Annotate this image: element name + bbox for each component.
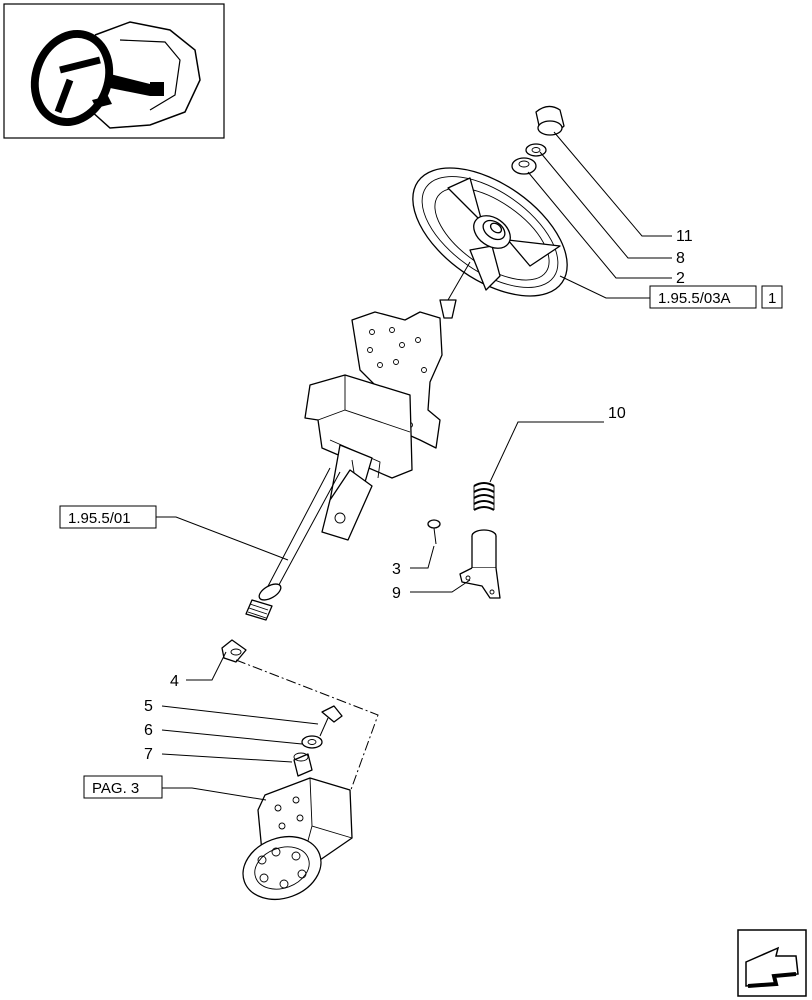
callout-11: 11 (676, 228, 693, 245)
reference-wheel-label: 1.95.5/03A (658, 290, 731, 307)
thumbnail-frame (3, 3, 225, 139)
bolt (319, 705, 343, 737)
spring (473, 482, 495, 511)
reference-column[interactable]: 1.95.5/01 (59, 505, 157, 529)
reference-wheel[interactable]: 1.95.5/03A 1 (649, 285, 783, 309)
callout-9: 9 (392, 585, 401, 602)
callout-labels: 11 8 2 10 3 9 4 5 6 7 (144, 228, 693, 763)
callout-10: 10 (608, 405, 626, 422)
callout-2: 2 (676, 270, 685, 287)
reference-pump-label: PAG. 3 (92, 780, 139, 797)
support-bracket (459, 529, 501, 599)
steering-wheel-cap (535, 105, 565, 136)
alignment-line (235, 659, 379, 821)
reference-column-label: 1.95.5/01 (68, 510, 131, 527)
sleeve (293, 752, 313, 777)
reference-wheel-index: 1 (768, 290, 776, 307)
steering-wheel (412, 167, 568, 297)
leader-lines (156, 131, 672, 801)
screw (427, 519, 441, 545)
washer (525, 143, 547, 157)
callout-6: 6 (144, 722, 153, 739)
callout-5: 5 (144, 698, 153, 715)
callout-8: 8 (676, 250, 685, 267)
coupling (221, 639, 247, 663)
callout-3: 3 (392, 561, 401, 578)
callout-4: 4 (170, 673, 179, 690)
tractor-cab-steering-wheel-icon (30, 21, 201, 129)
reference-pump[interactable]: PAG. 3 (83, 775, 163, 799)
next-page-arrow-icon[interactable] (737, 929, 807, 997)
washer (301, 735, 323, 749)
steering-unit (242, 777, 353, 900)
nut (511, 157, 537, 175)
steering-column (245, 261, 471, 621)
callout-7: 7 (144, 746, 153, 763)
